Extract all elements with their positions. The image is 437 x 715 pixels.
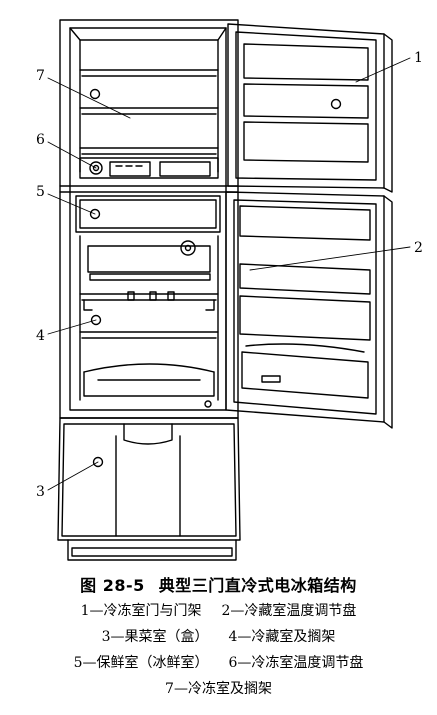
legend-item-3: 3—果菜室（盒） — [101, 629, 209, 645]
figure-title-text: 典型三门直冷式电冰箱结构 — [158, 576, 357, 595]
callout-1: 1 — [414, 50, 423, 66]
cabinet-body — [59, 19, 239, 419]
refrigerator-door — [225, 191, 393, 429]
chiller-compartment — [75, 195, 221, 233]
leader-lines — [47, 57, 411, 491]
freezer-temperature-dial-panel — [79, 157, 219, 179]
legend-item-4: 4—冷藏室及搁架 — [228, 629, 336, 645]
callout-6: 6 — [36, 132, 45, 148]
legend-item-5: 5—保鲜室（冰鲜室） — [73, 655, 209, 671]
compartment-divider — [59, 185, 239, 193]
callout-2: 2 — [414, 240, 423, 256]
freezer-door — [227, 23, 393, 193]
callout-5: 5 — [36, 184, 45, 200]
figure-title: 图 28-5 典型三门直冷式电冰箱结构 — [0, 574, 437, 598]
vegetable-drawer — [57, 417, 241, 561]
legend-line-2: 3—果菜室（盒） 4—冷藏室及搁架 — [0, 624, 437, 650]
legend-item-6: 6—冷冻室温度调节盘 — [228, 655, 364, 671]
legend-item-2: 2—冷藏室温度调节盘 — [221, 603, 357, 619]
freezer-shelves — [79, 69, 219, 155]
callout-4: 4 — [36, 328, 45, 344]
legend-line-3: 5—保鲜室（冰鲜室） 6—冷冻室温度调节盘 — [0, 650, 437, 676]
legend-line-1: 1—冷冻室门与门架 2—冷藏室温度调节盘 — [0, 598, 437, 624]
callout-7: 7 — [36, 68, 45, 84]
callout-3: 3 — [36, 484, 45, 500]
figure-caption: 图 28-5 典型三门直冷式电冰箱结构 1—冷冻室门与门架 2—冷藏室温度调节盘 3… — [0, 574, 437, 702]
refrigerator-compartment — [79, 235, 219, 408]
legend-line-4: 7—冷冻室及搁架 — [0, 676, 437, 702]
figure-number: 图 28-5 — [80, 576, 145, 595]
legend-item-7: 7—冷冻室及搁架 — [165, 681, 272, 697]
refrigerator-diagram: 1 2 3 4 5 6 7 — [36, 19, 423, 561]
legend-item-1: 1—冷冻室门与门架 — [80, 603, 202, 619]
